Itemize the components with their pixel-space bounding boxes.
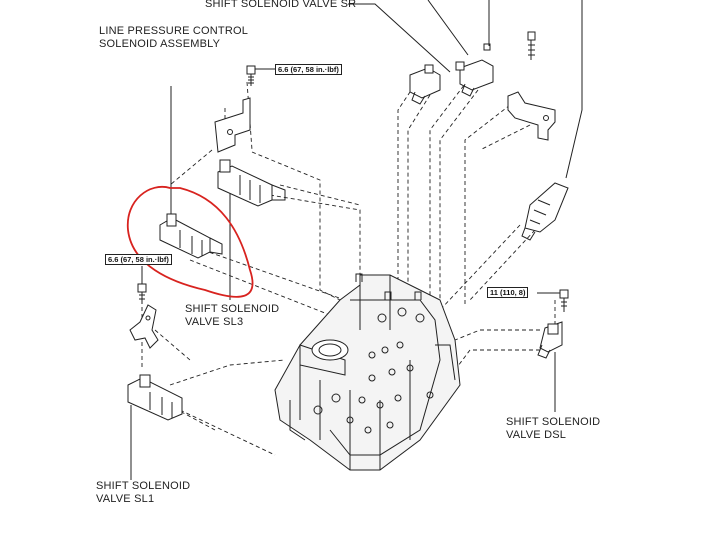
solenoid-sr xyxy=(409,64,441,105)
right-bracket xyxy=(507,91,556,141)
assembly-dashed-lines xyxy=(141,79,556,456)
label-sl3-2: VALVE SL3 xyxy=(185,316,244,328)
solenoid-line-pressure xyxy=(159,213,223,259)
top-right-bolt xyxy=(527,31,536,60)
label-line-pressure-2: SOLENOID ASSEMBLY xyxy=(99,38,221,50)
solenoid-sr-second xyxy=(455,43,494,97)
top-bracket xyxy=(214,97,251,153)
torque-spec-left: 6.6 (67, 58 in.·lbf) xyxy=(105,254,172,265)
label-sl1-2: VALVE SL1 xyxy=(96,493,155,505)
label-sl3-1: SHIFT SOLENOID xyxy=(185,303,280,315)
solenoid-sl1 xyxy=(127,374,183,421)
solenoid-sl3 xyxy=(217,159,286,207)
red-highlight-circle xyxy=(127,186,254,298)
top-bolt xyxy=(246,65,256,86)
label-sl1-1: SHIFT SOLENOID xyxy=(96,480,191,492)
torque-spec-right: 11 (110, 8) xyxy=(487,287,529,298)
dsl-bolt xyxy=(559,289,569,312)
torque-spec-top: 6.6 (67, 58 in.·lbf) xyxy=(275,64,342,75)
solenoid-right-lower xyxy=(521,182,569,241)
left-bracket xyxy=(129,304,159,349)
left-bolt xyxy=(137,283,147,304)
leader-lines xyxy=(130,0,583,480)
label-line-pressure-1: LINE PRESSURE CONTROL xyxy=(99,25,249,37)
label-dsl-1: SHIFT SOLENOID xyxy=(506,416,601,428)
label-shift-solenoid-sr: SHIFT SOLENOID VALVE SR xyxy=(205,0,357,10)
label-dsl-2: VALVE DSL xyxy=(506,429,567,441)
valve-body xyxy=(274,273,461,471)
solenoid-dsl xyxy=(537,321,563,359)
